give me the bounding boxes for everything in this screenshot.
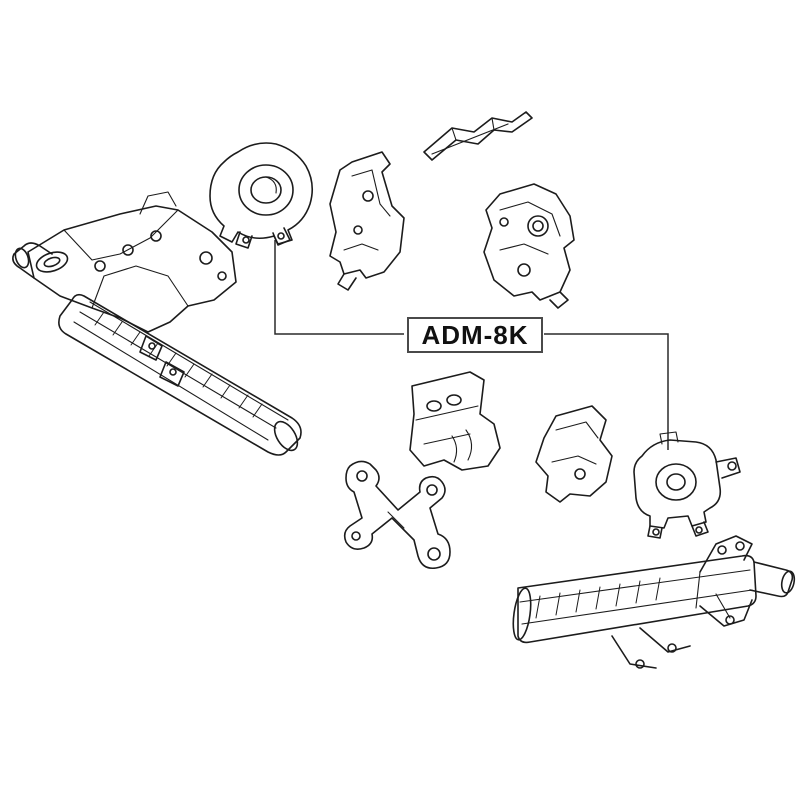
fork-bracket bbox=[343, 460, 451, 570]
heat-shield-bracket bbox=[409, 371, 501, 471]
engine-mount-upper bbox=[209, 142, 314, 249]
bracket-front-upper bbox=[329, 151, 405, 291]
rear-subframe-assembly bbox=[512, 535, 796, 669]
bracket-front-right bbox=[483, 183, 575, 309]
engine-mount-rear bbox=[633, 431, 741, 539]
stamped-plate bbox=[423, 111, 533, 161]
leader-line-left bbox=[274, 240, 404, 335]
front-subframe-assembly bbox=[12, 191, 302, 456]
part-code-label: ADM-8K bbox=[407, 317, 543, 353]
leader-line-right bbox=[544, 333, 669, 450]
bracket-rear-center bbox=[535, 405, 613, 503]
leader-lines bbox=[274, 240, 669, 450]
